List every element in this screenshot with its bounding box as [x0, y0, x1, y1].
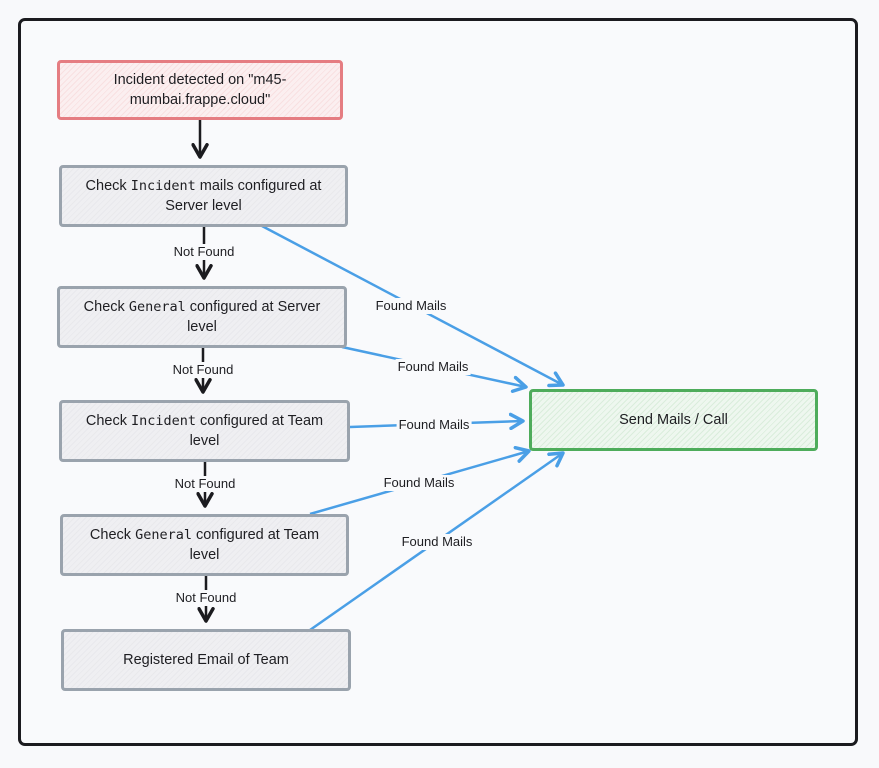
edge-label-found-5: Found Mails: [399, 534, 475, 550]
edge-label-not-found-2: Not Found: [170, 362, 236, 378]
edge-label-found-1: Found Mails: [373, 298, 449, 314]
send-mails-node: Send Mails / Call: [529, 389, 818, 451]
diagram-frame: [18, 18, 858, 746]
check-incident-server-node: Check Incident mails configured at Serve…: [59, 165, 348, 227]
check-general-server-text: Check General configured at Server level: [83, 299, 321, 335]
check-general-team-text: Check General configured at Team level: [89, 527, 320, 563]
edge-label-not-found-3: Not Found: [172, 476, 238, 492]
registered-email-node: Registered Email of Team: [61, 629, 351, 691]
check-general-team-node: Check General configured at Team level: [60, 514, 349, 576]
incident-detected-node: Incident detected on "m45-mumbai.frappe.…: [57, 60, 343, 120]
edge-label-not-found-1: Not Found: [171, 244, 237, 260]
edge-label-found-4: Found Mails: [381, 475, 457, 491]
check-incident-team-node: Check Incident configured at Team level: [59, 400, 350, 462]
check-incident-server-text: Check Incident mails configured at Serve…: [85, 178, 322, 214]
send-mails-text: Send Mails / Call: [619, 412, 728, 428]
incident-detected-text: Incident detected on "m45-mumbai.frappe.…: [113, 72, 287, 108]
edge-label-found-3: Found Mails: [396, 417, 472, 433]
edge-label-found-2: Found Mails: [395, 359, 471, 375]
check-general-server-node: Check General configured at Server level: [57, 286, 347, 348]
registered-email-text: Registered Email of Team: [123, 652, 289, 668]
check-incident-team-text: Check Incident configured at Team level: [85, 413, 324, 449]
edge-label-not-found-4: Not Found: [173, 590, 239, 606]
